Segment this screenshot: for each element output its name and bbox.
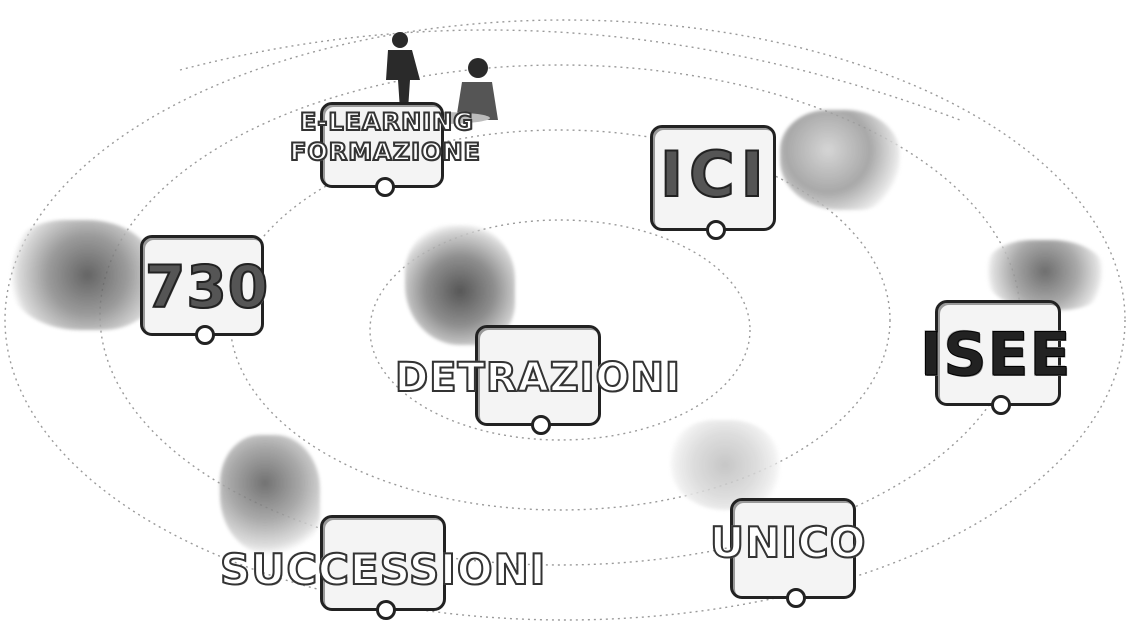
successioni-label: SUCCESSIONI: [219, 544, 547, 595]
handshake-icon: [5, 220, 155, 330]
730-tag: [140, 235, 264, 345]
globe-icon: [670, 420, 780, 510]
ici-tag: [650, 125, 776, 240]
elearning-label-line1: E-LEARNING: [299, 107, 474, 137]
ici-label: ICI: [659, 137, 770, 212]
menu-item-isee[interactable]: ISEE: [915, 240, 1115, 420]
house-icon: [780, 110, 900, 210]
isee-tag: [935, 300, 1061, 415]
menu-item-detrazioni[interactable]: DETRAZIONI: [390, 225, 681, 435]
elearning-tag: [320, 102, 444, 197]
730-label: 730: [144, 252, 270, 322]
isee-label: ISEE: [920, 320, 1072, 391]
successioni-tag: [320, 515, 446, 620]
tools-icon: [985, 240, 1105, 310]
menu-item-ici[interactable]: ICI: [650, 110, 920, 240]
menu-item-unico[interactable]: UNICO: [670, 420, 900, 620]
unico-tag: [730, 498, 856, 608]
menu-item-730[interactable]: 730: [5, 215, 270, 345]
menu-item-successioni[interactable]: SUCCESSIONI: [219, 435, 560, 625]
detrazioni-tag: [475, 325, 601, 435]
unico-label: UNICO: [709, 517, 867, 568]
family-icon: [220, 435, 320, 555]
menu-item-elearning[interactable]: E-LEARNING FORMAZIONE: [289, 30, 520, 200]
elearning-label-line2: FORMAZIONE: [289, 137, 481, 167]
detrazioni-label: DETRAZIONI: [394, 354, 681, 402]
